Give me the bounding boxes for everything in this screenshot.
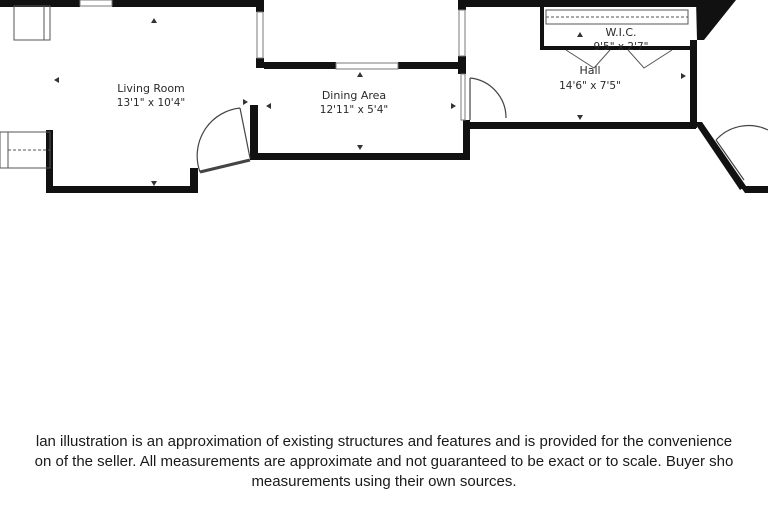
dining-area-name: Dining Area: [322, 89, 386, 102]
wic-shelf: [545, 9, 689, 69]
disclaimer-line-1: lan illustration is an approximation of …: [35, 433, 733, 450]
dining-area-dims: 12'11" x 5'4": [320, 104, 388, 116]
living-room-dims: 13'1" x 10'4": [117, 97, 185, 109]
doors: [196, 77, 768, 181]
living-room-name: Living Room: [117, 82, 185, 95]
wic-name: W.I.C.: [605, 26, 636, 39]
wic-dims: 9'5" x 2'7": [593, 41, 648, 53]
hall-name: Hall: [579, 64, 600, 77]
left-fixtures: [0, 5, 51, 169]
hall-dims: 14'6" x 7'5": [559, 80, 621, 92]
dimension-ticks: [54, 18, 686, 186]
disclaimer-line-3: measurements using their own sources.: [251, 473, 517, 490]
windows: [79, 0, 466, 121]
disclaimer: lan illustration is an approximation of …: [0, 432, 768, 492]
disclaimer-line-2: on of the seller. All measurements are a…: [34, 453, 734, 470]
